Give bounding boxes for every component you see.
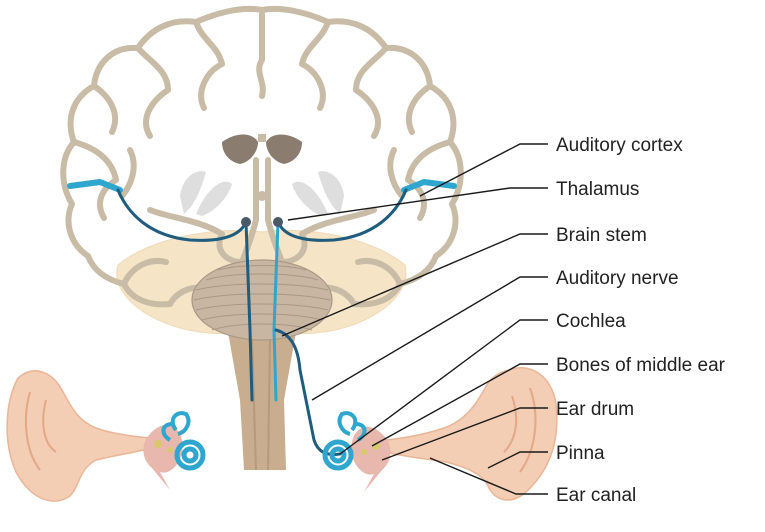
label-ear-drum: Ear drum (556, 399, 634, 420)
lateral-ventricles (222, 134, 302, 164)
leader-bones-middle-ear (371, 363, 548, 447)
label-brain-stem: Brain stem (556, 225, 647, 246)
label-auditory-cortex: Auditory cortex (556, 135, 683, 156)
label-bones-of-middle-ear: Bones of middle ear (556, 355, 726, 376)
pons (191, 259, 333, 341)
right-middle-ear (351, 426, 391, 492)
leader-auditory-nerve (311, 276, 548, 401)
label-auditory-nerve: Auditory nerve (556, 268, 679, 289)
labels: Auditory cortex Thalamus Brain stem Audi… (556, 135, 726, 506)
left-middle-ear (143, 424, 183, 490)
cerebrum-outline (60, 5, 464, 308)
leader-brain-stem (281, 233, 548, 337)
label-thalamus: Thalamus (556, 179, 639, 200)
leader-auditory-cortex (419, 143, 548, 197)
label-ear-canal: Ear canal (556, 485, 636, 506)
leader-ear-drum (381, 407, 548, 461)
brain-stem (228, 332, 296, 471)
auditory-pathway (67, 179, 457, 456)
left-ear (6, 370, 151, 502)
leader-thalamus (287, 187, 548, 221)
leader-ear-canal (429, 457, 548, 495)
thalamus (180, 171, 344, 216)
left-cochlea-icon (161, 411, 206, 471)
leader-lines (281, 143, 548, 495)
right-ear (385, 367, 558, 501)
leader-cochlea (339, 319, 548, 455)
label-pinna: Pinna (556, 443, 605, 464)
label-cochlea: Cochlea (556, 311, 626, 332)
leader-pinna (487, 451, 548, 469)
